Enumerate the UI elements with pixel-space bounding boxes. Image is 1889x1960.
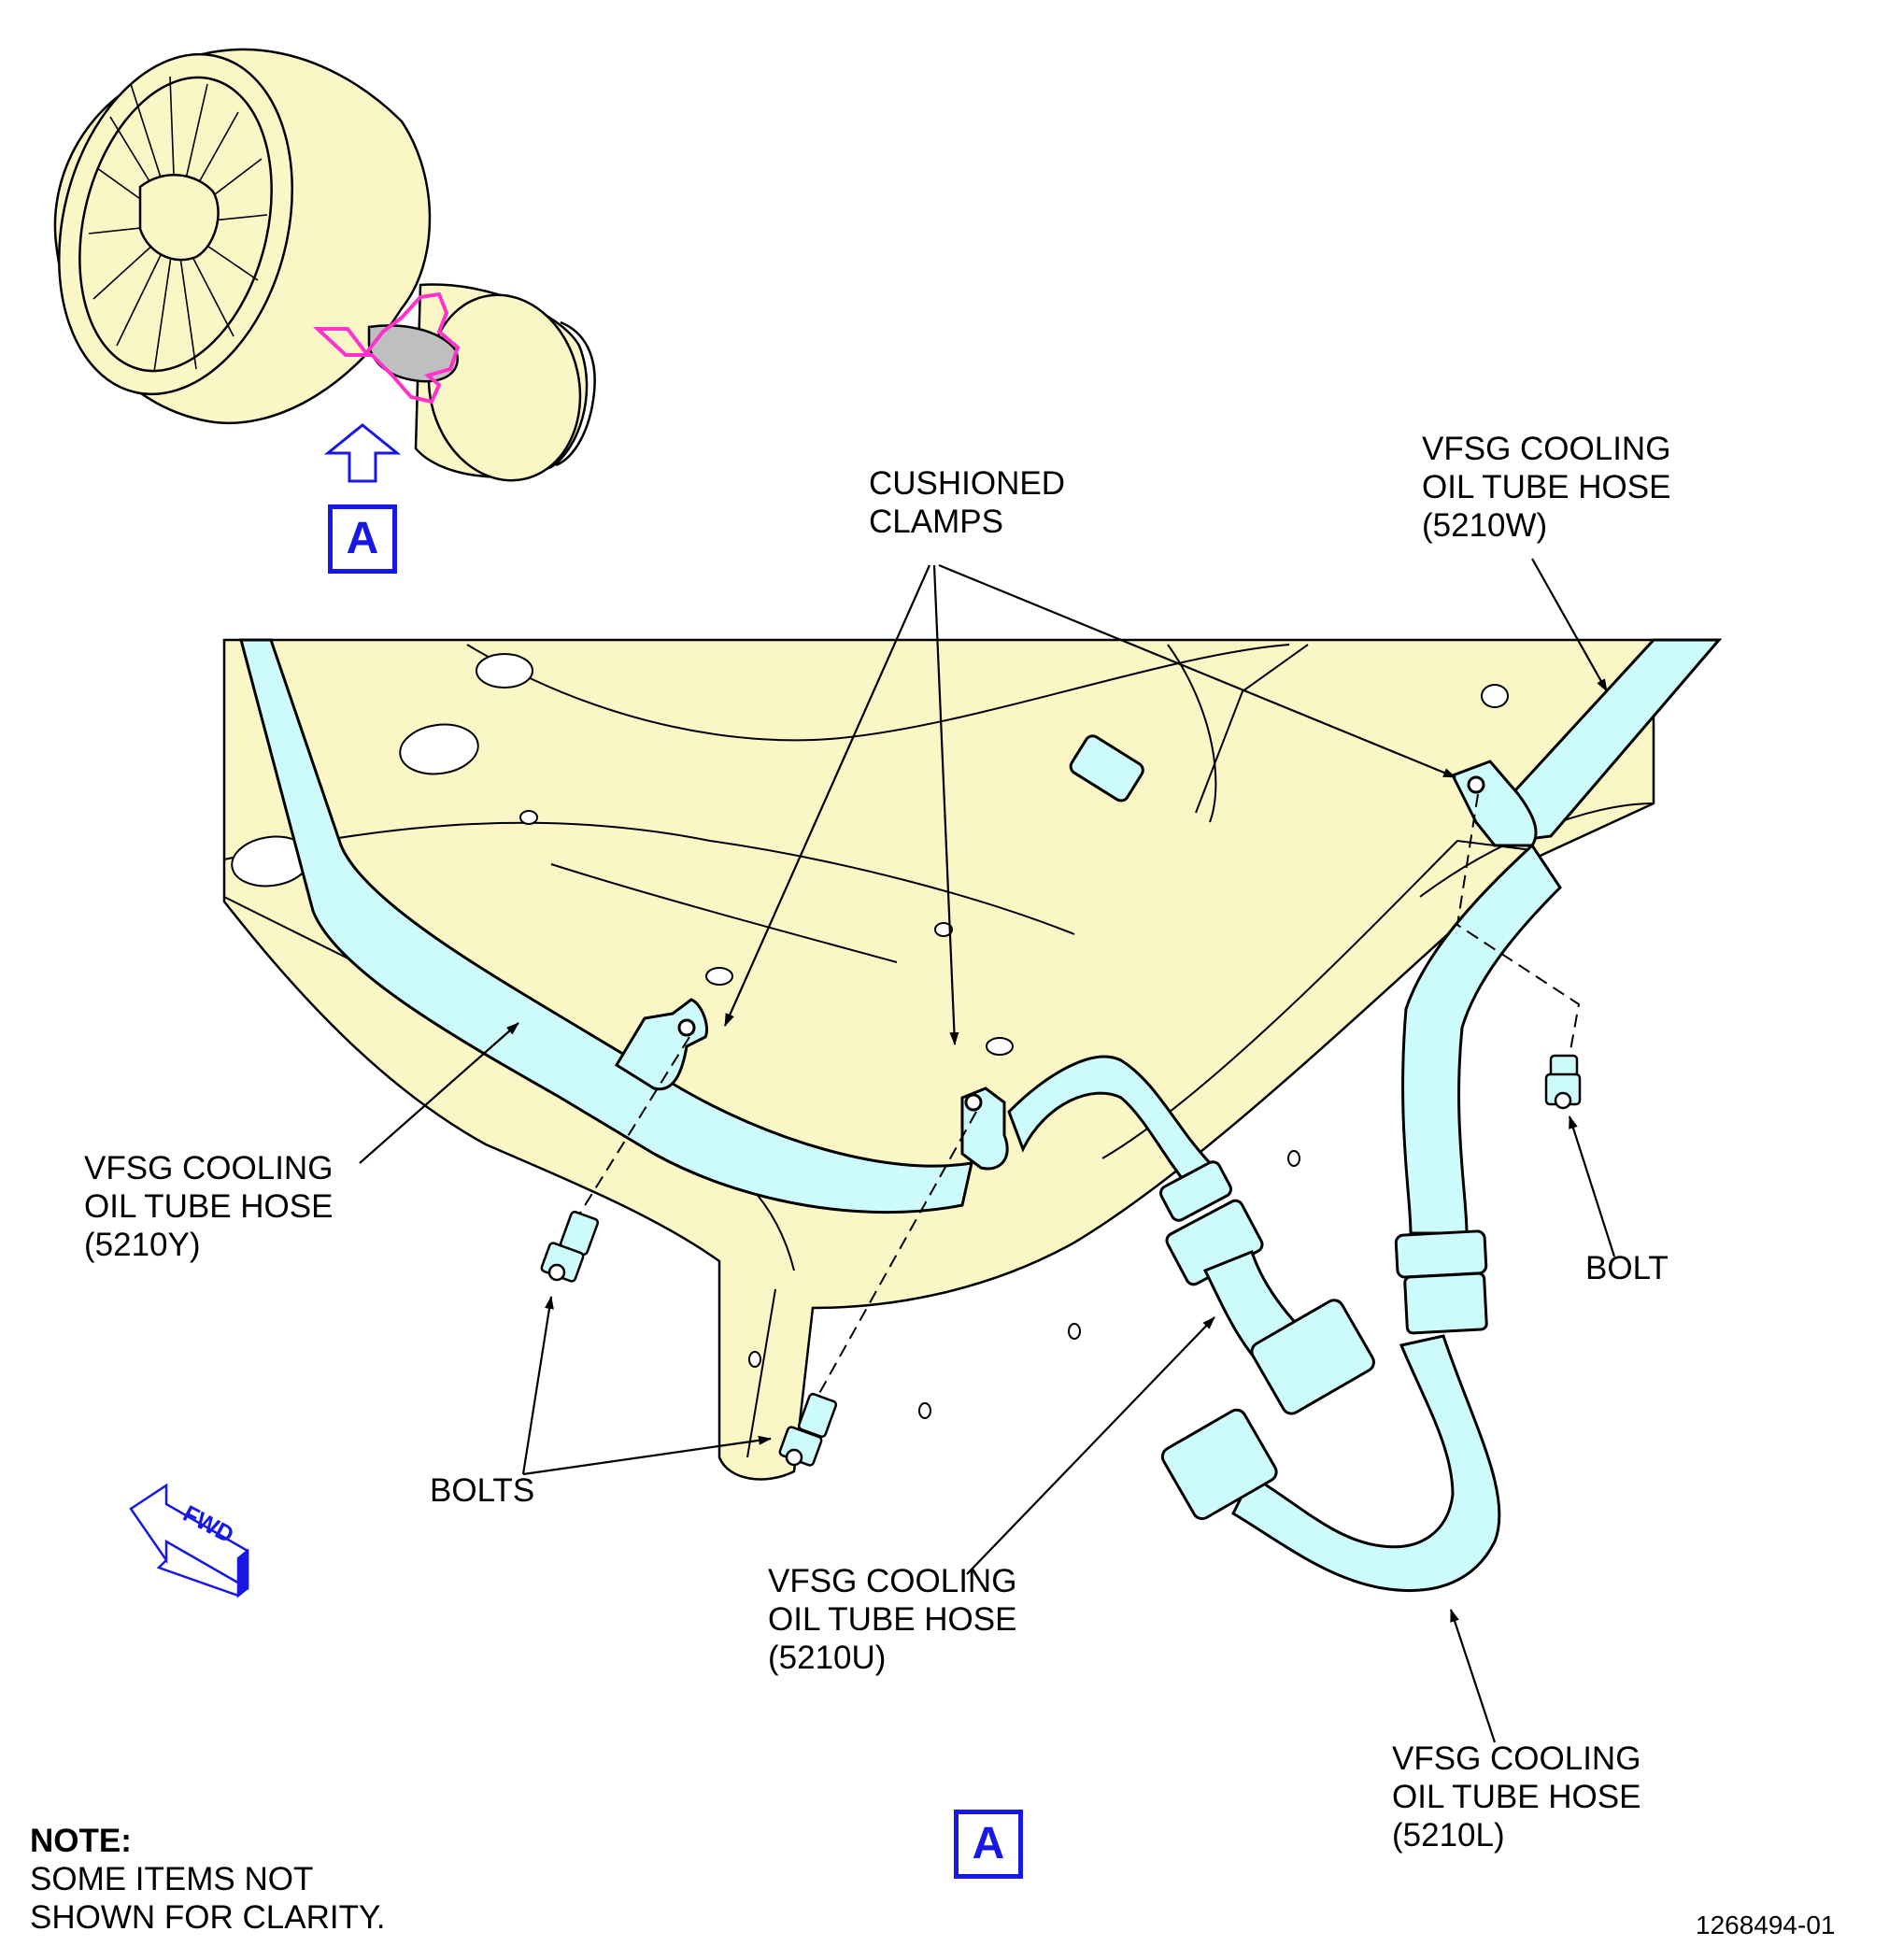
- leader-bolts-lower: [522, 1435, 772, 1476]
- leader-bolt-right: [1568, 1115, 1616, 1257]
- bolt-lower: [778, 1392, 838, 1467]
- structure-panel: [222, 638, 1655, 1481]
- figure-number: 1268494-01: [1696, 1910, 1836, 1939]
- note-block: NOTE: SOME ITEMS NOT SHOWN FOR CLARITY.: [30, 1822, 386, 1937]
- note-title: NOTE:: [30, 1823, 132, 1859]
- callout-hose-5210w: VFSG COOLING OIL TUBE HOSE (5210W): [1422, 431, 1671, 544]
- b-nut-5210u: [1250, 1299, 1375, 1415]
- callout-bolts: BOLTS: [430, 1472, 535, 1509]
- coupling-5210l-nut: [1403, 1271, 1488, 1335]
- callout-hose-5210l: VFSG COOLING OIL TUBE HOSE (5210L): [1392, 1740, 1641, 1853]
- leader-lines: [359, 558, 1616, 1743]
- hose-5210l: [1401, 843, 1562, 1235]
- oil-tube-hoses: [239, 638, 1723, 1593]
- fwd-arrow: FWD: [129, 1483, 249, 1598]
- main-detail-view: [222, 638, 1723, 1593]
- note-line: SHOWN FOR CLARITY.: [30, 1899, 386, 1936]
- callout-bolt: BOLT: [1585, 1250, 1669, 1286]
- hose-5210y: [239, 638, 973, 1214]
- leader-hose-5210l: [1449, 1609, 1497, 1743]
- view-a-marker-bottom: A: [954, 1810, 1023, 1879]
- bolt-centerlines: [578, 793, 1581, 1398]
- hose-5210l-lower: [1231, 1334, 1501, 1593]
- coupling-5210l-upper: [1394, 1229, 1488, 1279]
- view-direction-arrow: [323, 423, 402, 483]
- callout-hose-5210u: VFSG COOLING OIL TUBE HOSE (5210U): [768, 1563, 1017, 1676]
- leader-hose-5210y: [359, 1022, 519, 1164]
- bolts: [540, 1054, 1582, 1467]
- leader-clamps-left: [723, 564, 931, 1027]
- note-line: SOME ITEMS NOT: [30, 1861, 314, 1897]
- engine-spinner: [138, 174, 220, 262]
- clamp-mount-holes: [705, 684, 1509, 1056]
- engine-locator-view: [53, 48, 596, 482]
- bolt-left: [540, 1210, 600, 1283]
- hose-fittings: [1069, 734, 1488, 1521]
- view-a-marker-top: A: [328, 504, 397, 574]
- b-nut-5210l: [1160, 1408, 1278, 1521]
- leader-hose-5210u: [966, 1316, 1215, 1575]
- coupling-5210u-1: [1159, 1160, 1232, 1222]
- cushioned-clamps: [614, 760, 1538, 1171]
- leader-bolts-left: [521, 1296, 554, 1475]
- highlighted-area-outline: [312, 291, 461, 405]
- callout-hose-5210y: VFSG COOLING OIL TUBE HOSE (5210Y): [84, 1150, 334, 1263]
- leader-clamps-middle: [932, 564, 959, 1045]
- leader-clamps-right: [938, 563, 1456, 779]
- engine-exhaust: [555, 320, 596, 467]
- leader-hose-5210w: [1531, 558, 1608, 692]
- fitting-upper: [1069, 734, 1144, 802]
- callout-cushioned-clamps: CUSHIONED CLAMPS: [869, 465, 1066, 540]
- bolt-right: [1544, 1054, 1582, 1110]
